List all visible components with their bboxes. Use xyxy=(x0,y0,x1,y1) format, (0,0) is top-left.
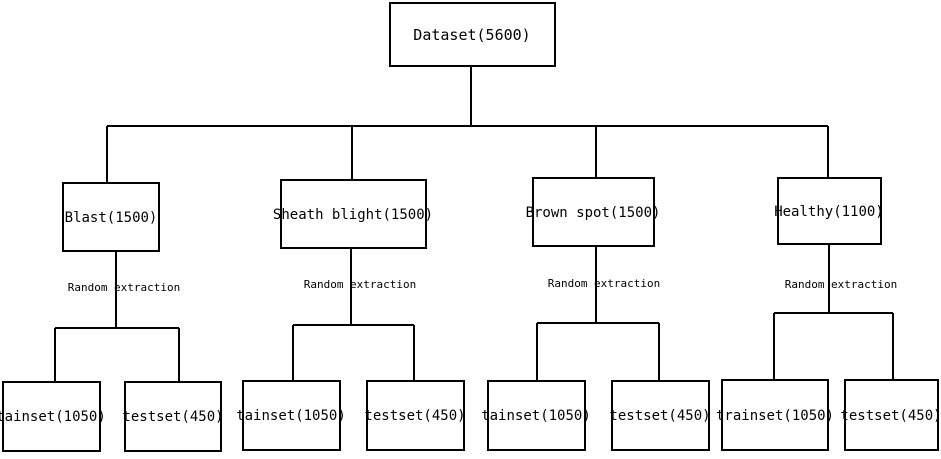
root-label: Dataset(5600) xyxy=(413,26,530,44)
train-set-sheath-blight: tainset(1050) xyxy=(236,408,346,424)
method-label-sheath-blight: Random extraction xyxy=(304,278,417,291)
test-set-healthy: testset(450) xyxy=(840,408,941,424)
method-label-brown-spot: Random extraction xyxy=(548,277,661,290)
category-sheath-blight: Sheath blight(1500) Random extraction ta… xyxy=(236,179,466,451)
train-set-blast: tainset(1050) xyxy=(0,409,106,425)
root-node: Dataset(5600) xyxy=(389,2,556,67)
category-label-brown-spot: Brown spot(1500) xyxy=(526,205,661,221)
method-label-healthy: Random extraction xyxy=(785,278,898,291)
train-set-healthy: trainset(1050) xyxy=(716,408,834,424)
test-set-brown-spot: testset(450) xyxy=(609,408,710,424)
category-label-sheath-blight: Sheath blight(1500) xyxy=(273,207,433,223)
category-label-blast: Blast(1500) xyxy=(65,210,158,226)
test-set-sheath-blight: testset(450) xyxy=(364,408,465,424)
train-set-brown-spot: tainset(1050) xyxy=(481,408,591,424)
category-label-healthy: Healthy(1100) xyxy=(774,204,884,220)
test-set-blast: testset(450) xyxy=(122,409,223,425)
category-brown-spot: Brown spot(1500) Random extraction tains… xyxy=(481,177,711,451)
category-blast: Blast(1500) Random extraction tainset(10… xyxy=(0,182,224,452)
category-healthy: Healthy(1100) Random extraction trainset… xyxy=(716,177,941,451)
method-label-blast: Random extraction xyxy=(68,281,181,294)
